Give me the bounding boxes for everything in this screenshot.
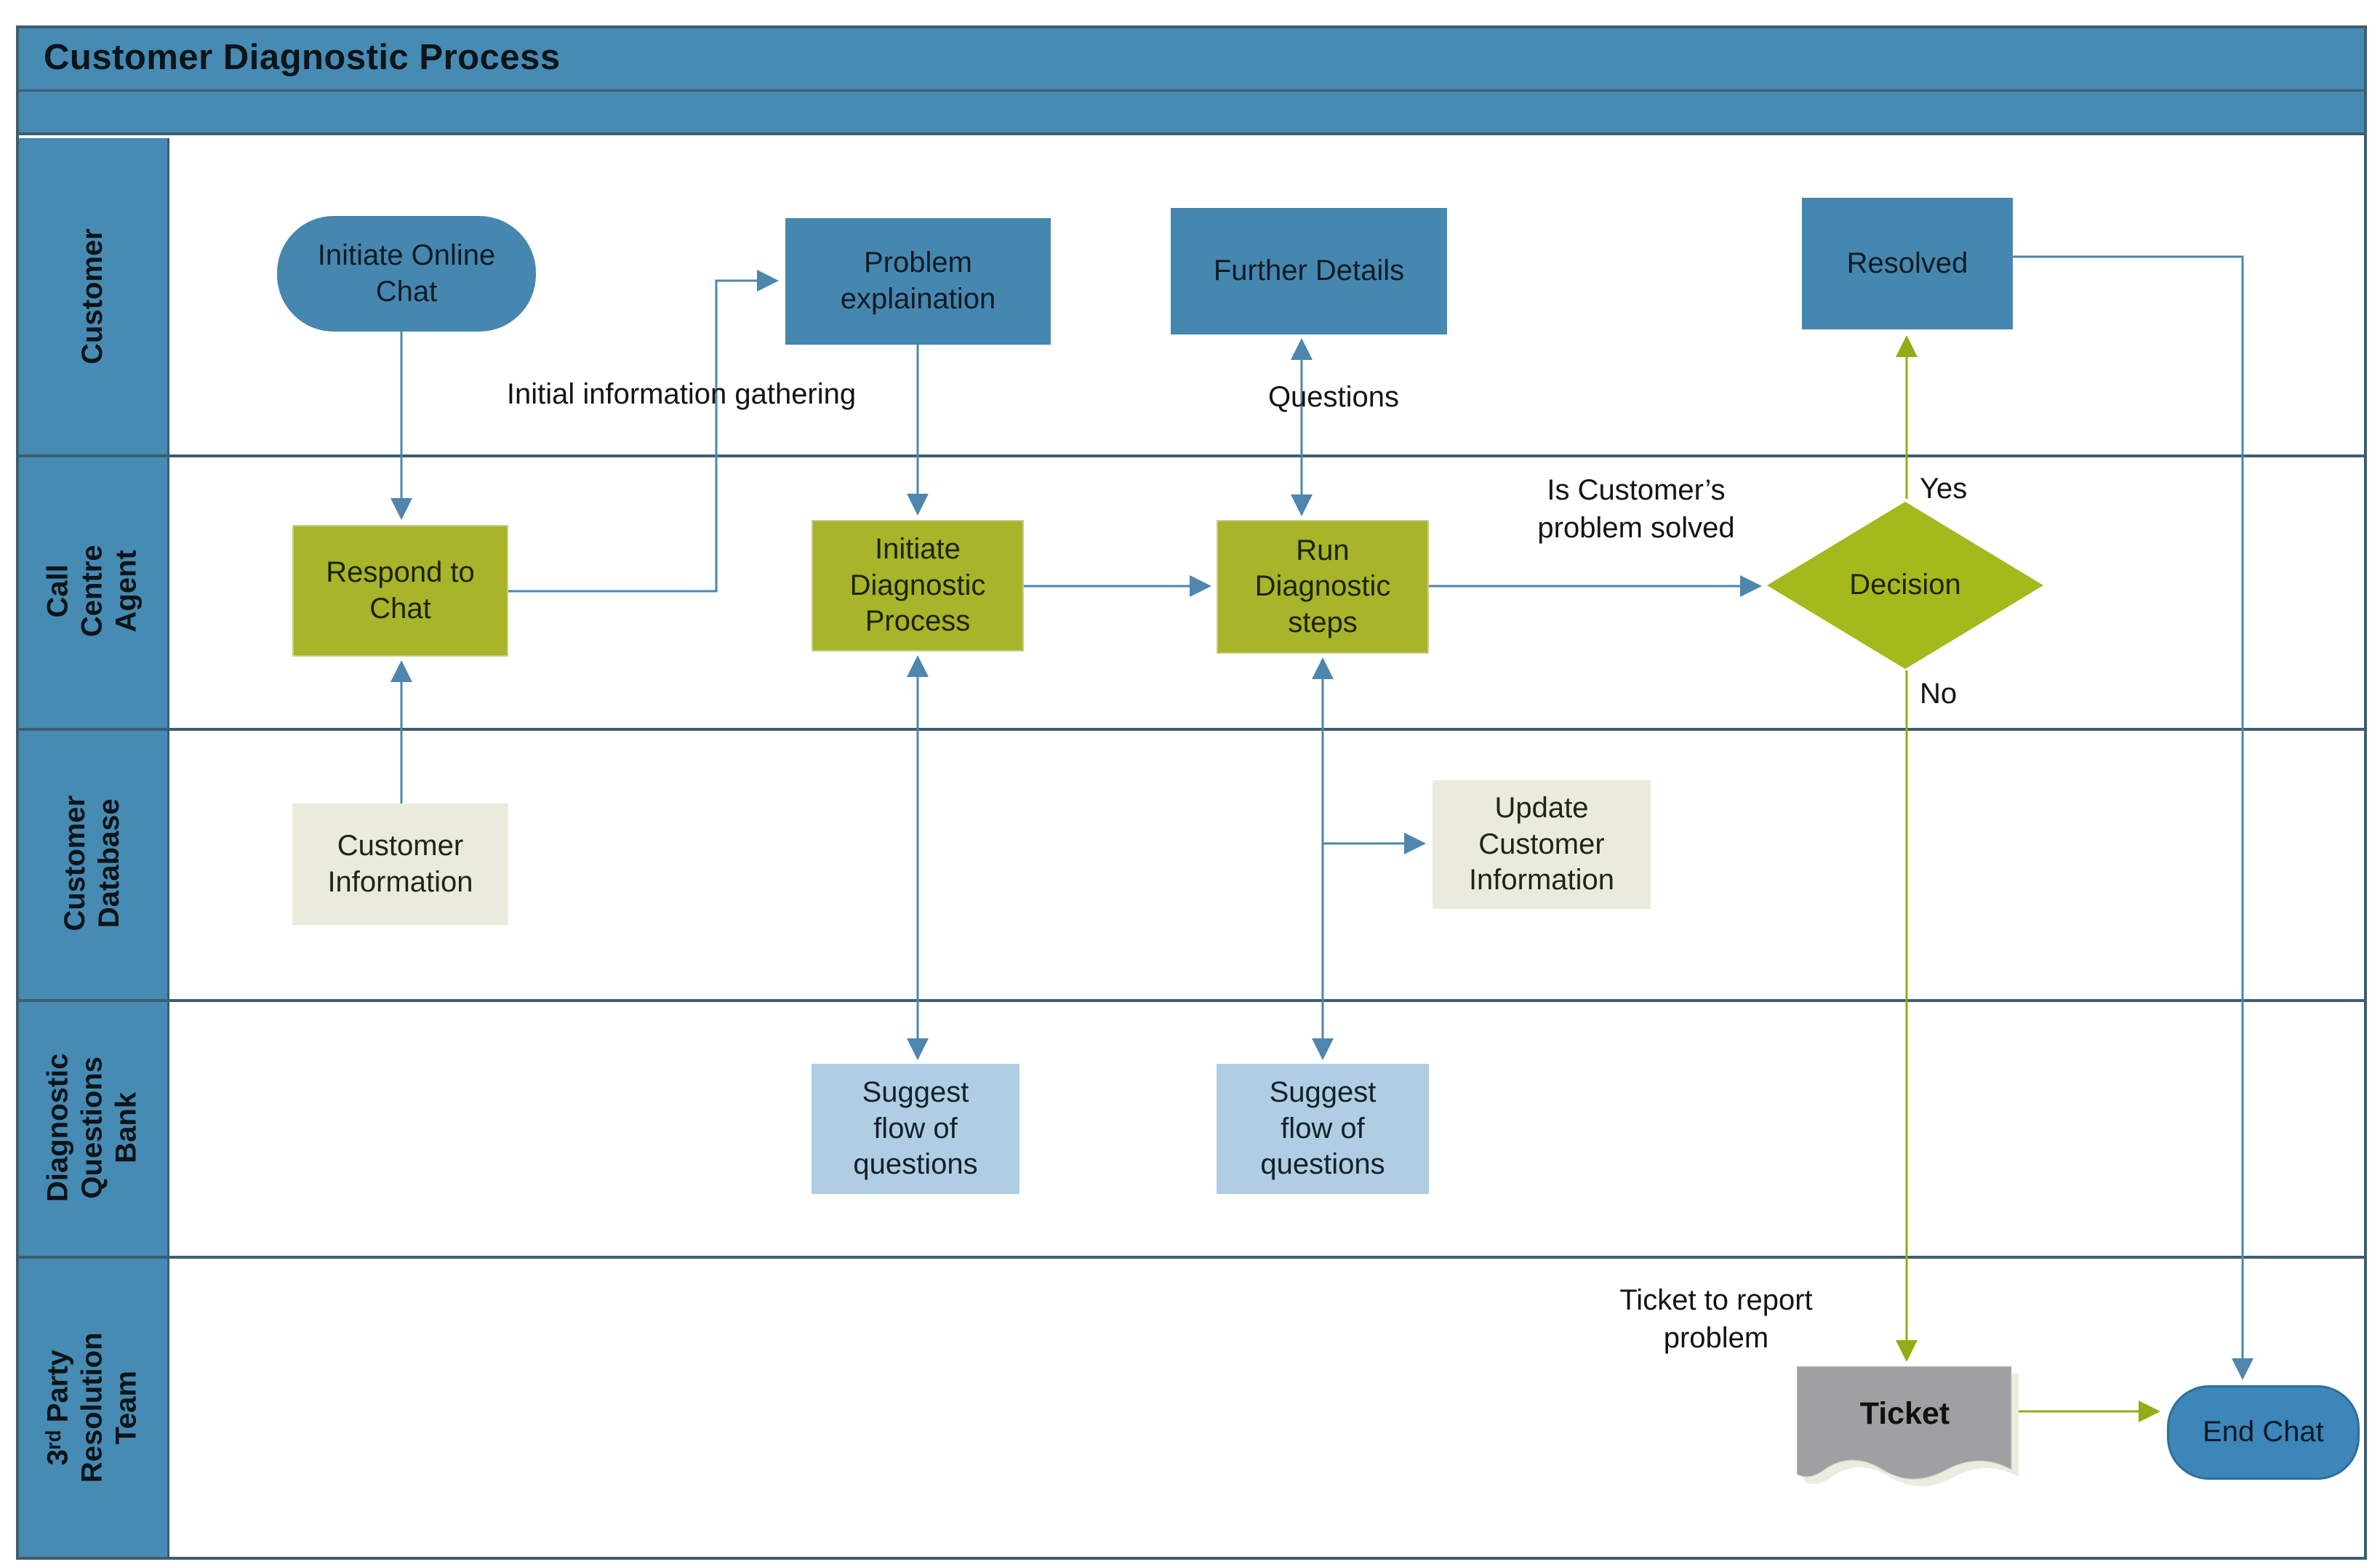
node-end-chat: End Chat xyxy=(2167,1385,2360,1480)
node-further-details: Further Details xyxy=(1171,208,1447,334)
node-problem-explaination: Problem explaination xyxy=(785,218,1051,345)
lane-divider-4 xyxy=(16,1256,2367,1259)
label-no: No xyxy=(1920,678,1958,710)
node-suggest-flow-of-questions-2: Suggest flow of questions xyxy=(1217,1064,1429,1194)
label-yes: Yes xyxy=(1920,473,1968,505)
lane-label-text: Customer xyxy=(76,228,108,364)
lane-label-text: 3ʳᵈ Party Resolution Team xyxy=(41,1332,143,1483)
edge-resolved-to-end-chat xyxy=(2013,255,2253,1380)
node-suggest-flow-of-questions-1: Suggest flow of questions xyxy=(812,1064,1019,1194)
label-is-problem-solved: Is Customer’s problem solved xyxy=(1537,474,1735,544)
node-initiate-online-chat: Initiate Online Chat xyxy=(277,216,536,332)
phase-bar xyxy=(16,92,2367,135)
label-initial-information-gathering: Initial information gathering xyxy=(506,378,857,410)
title-bar: Customer Diagnostic Process xyxy=(16,25,2367,92)
lane-label-diagnostic-questions-bank: Diagnostic Questions Bank xyxy=(16,999,169,1256)
node-initiate-diagnostic-process: Initiate Diagnostic Process xyxy=(812,520,1024,652)
lane-label-column xyxy=(16,138,169,1560)
lane-label-text: Diagnostic Questions Bank xyxy=(41,1053,143,1202)
lane-label-call-centre-agent: Call Centre Agent xyxy=(16,454,169,728)
edge-respond-to-problem-explaination xyxy=(508,270,779,593)
node-ticket-shape xyxy=(1797,1366,2019,1486)
lane-divider-1 xyxy=(16,454,2367,457)
node-run-diagnostic-steps: Run Diagnostic steps xyxy=(1217,520,1429,654)
lane-label-customer-database: Customer Database xyxy=(16,728,169,999)
page-title: Customer Diagnostic Process xyxy=(44,38,561,77)
node-resolved: Resolved xyxy=(1802,198,2013,329)
node-decision: Decision xyxy=(1767,502,2043,669)
node-respond-to-chat: Respond to Chat xyxy=(292,525,508,657)
label-ticket-to-report-problem: Ticket to report problem xyxy=(1619,1284,1813,1354)
lane-divider-2 xyxy=(16,728,2367,731)
lane-label-customer: Customer xyxy=(16,138,169,454)
lane-label-3rd-party-resolution-team: 3ʳᵈ Party Resolution Team xyxy=(16,1256,169,1560)
lane-label-text: Customer Database xyxy=(59,795,126,931)
lane-divider-3 xyxy=(16,999,2367,1002)
node-ticket-label: Ticket xyxy=(1859,1395,1950,1431)
node-update-customer-information: Update Customer Information xyxy=(1433,780,1651,909)
label-questions: Questions xyxy=(1267,381,1400,413)
lane-label-text: Call Centre Agent xyxy=(41,545,143,638)
node-customer-information: Customer Information xyxy=(292,803,508,925)
